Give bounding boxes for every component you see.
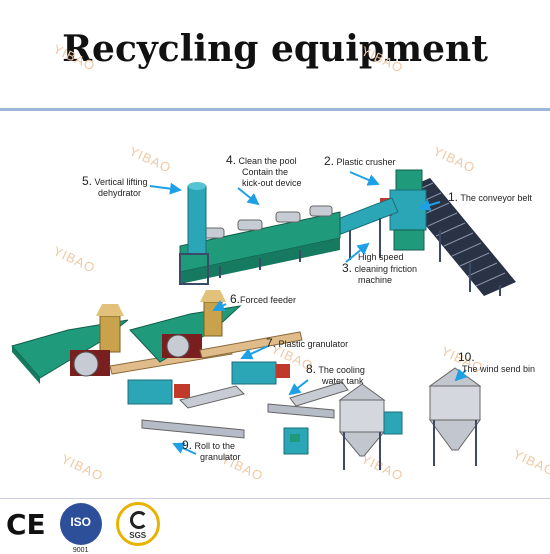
label-text: Clean the pool: [238, 156, 297, 166]
label-text: kick-out device: [242, 178, 302, 188]
label-vertical-dehydrator: 5. Vertical lifting dehydrator: [82, 174, 148, 199]
label-text: granulator: [200, 452, 241, 462]
label-number: 2.: [324, 154, 335, 168]
label-number: 9.: [182, 438, 193, 452]
label-text: Forced feeder: [240, 295, 297, 305]
label-text: dehydrator: [98, 188, 142, 198]
label-number: 8.: [306, 362, 317, 376]
label-number: 3.: [342, 261, 353, 275]
label-number: 6.: [230, 292, 241, 306]
label-text: Contain the: [242, 167, 289, 177]
iso-badge: ISO 9001: [59, 503, 102, 554]
label-text: The cooling: [318, 365, 365, 375]
ce-mark: CE: [6, 507, 46, 541]
footer-divider: [0, 498, 550, 499]
label-text: Vertical lifting: [94, 177, 148, 187]
wash-tank: [179, 205, 341, 284]
cooling-water-tank: [141, 381, 349, 439]
label-text: Plastic crusher: [336, 157, 396, 167]
title-divider: [0, 108, 550, 111]
label-forced-feeder: 6.Forced feeder: [230, 292, 297, 306]
label-number: 10.: [458, 350, 475, 364]
pointer-arrows: [149, 171, 468, 455]
iso-number: 9001: [72, 547, 89, 554]
pelletizer: [283, 427, 309, 455]
granulator-line-right: [129, 290, 303, 385]
label-text: The conveyor belt: [460, 193, 532, 203]
sgs-label: SGS: [129, 531, 147, 540]
label-roll-to-granulator: 9. Roll to the granulator: [182, 438, 241, 463]
page-title: Recycling equipment: [62, 28, 488, 70]
label-text: High speed: [358, 252, 404, 262]
label-number: 4.: [226, 153, 237, 167]
vertical-dehydrator: [179, 182, 209, 285]
label-plastic-granulator: 7. Plastic granulator: [266, 336, 349, 350]
label-text: cleaning friction: [354, 264, 418, 274]
label-text: The wind send bin: [462, 364, 536, 374]
label-text: Roll to the: [194, 441, 236, 451]
sgs-emblem-icon: [129, 511, 148, 529]
label-friction-machine: High speed 3. cleaning friction machine: [342, 252, 417, 286]
storage-silo: [338, 383, 403, 470]
label-text: machine: [358, 275, 393, 285]
label-plastic-crusher: 2. Plastic crusher: [324, 154, 396, 168]
label-text: Plastic granulator: [278, 339, 349, 349]
label-clean-pool: 4. Clean the pool Contain the kick-out d…: [226, 153, 302, 189]
certification-logos: CE ISO 9001 SGS: [6, 502, 160, 554]
wind-send-bin: [428, 367, 482, 466]
label-number: 1.: [448, 190, 459, 204]
granulator-line-left: [11, 304, 233, 405]
label-text: water tank: [322, 376, 364, 386]
label-wind-send-bin: 10. The wind send bin: [458, 350, 536, 375]
label-number: 7.: [266, 336, 277, 350]
label-cooling-water-tank: 8. The cooling water tank: [306, 362, 365, 387]
iso-label: ISO: [70, 515, 92, 529]
label-number: 5.: [82, 174, 93, 188]
label-conveyor-belt: 1. The conveyor belt: [448, 190, 532, 204]
sgs-badge: SGS: [115, 502, 160, 546]
